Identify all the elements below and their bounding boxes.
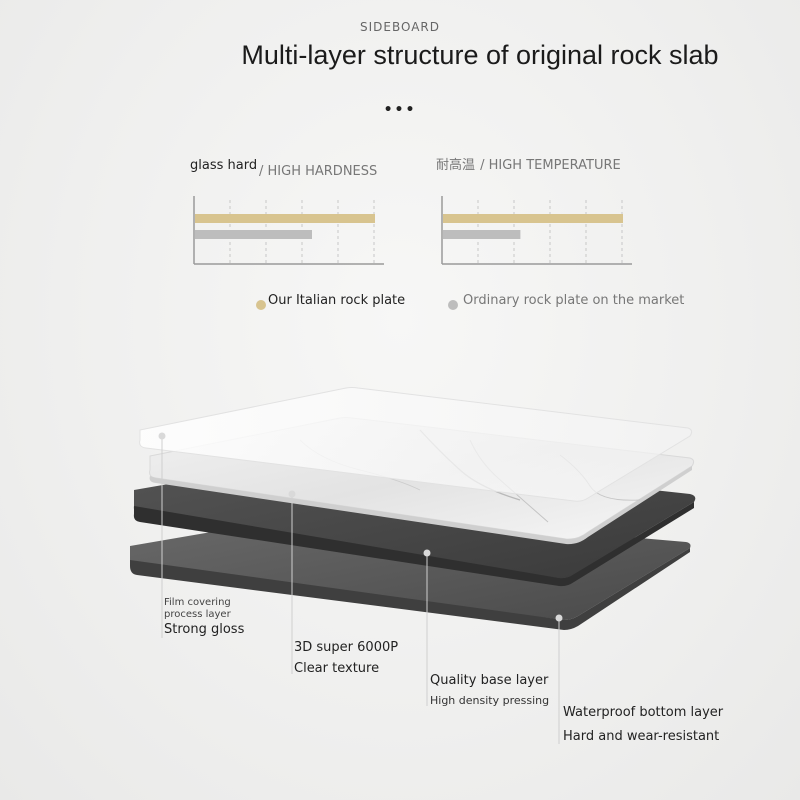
callout-lines: [161, 436, 560, 744]
chart-1-subtitle: / HIGH HARDNESS: [259, 164, 378, 179]
bar-market: [443, 230, 521, 239]
callout-dots: [158, 432, 563, 622]
bar-ours: [443, 214, 623, 223]
film-callout-small: Film covering process layer: [164, 597, 231, 620]
bar-ours: [195, 214, 375, 223]
temperature-chart: [441, 196, 632, 265]
legend-ours-dot: [256, 300, 266, 310]
eyebrow-label: SIDEBOARD: [359, 20, 441, 34]
legend-ours-label: Our Italian rock plate: [268, 293, 406, 308]
chart-1-subtitle-wrap: / HIGH HARDNESS: [259, 160, 377, 179]
legend-market-dot: [448, 300, 458, 310]
base-callout-main: Quality base layer: [430, 673, 549, 688]
page-title: Multi-layer structure of original rock s…: [241, 40, 719, 70]
chart-2-title-main: 耐高温: [436, 158, 476, 173]
film-callout-main: Strong gloss: [164, 622, 245, 637]
decorative-dots: •••: [383, 102, 417, 118]
chart-1-title: glass hard: [190, 154, 257, 173]
bottom-callout-main: Waterproof bottom layer: [563, 705, 724, 720]
chart-1-title-main: glass hard: [190, 158, 258, 173]
film-layer: [139, 387, 693, 502]
legend-market-label: Ordinary rock plate on the market: [463, 293, 685, 308]
bar-market: [195, 230, 312, 239]
chart-2-subtitle: / HIGH TEMPERATURE: [480, 158, 621, 173]
hardness-chart: [193, 196, 384, 265]
chart-2-title: 耐高温 / HIGH TEMPERATURE: [436, 154, 621, 173]
bottom-callout-sub: Hard and wear-resistant: [563, 729, 720, 744]
base-callout-sub: High density pressing: [430, 694, 550, 707]
texture-callout-main: 3D super 6000P: [294, 640, 399, 655]
texture-callout-sub: Clear texture: [294, 661, 380, 676]
